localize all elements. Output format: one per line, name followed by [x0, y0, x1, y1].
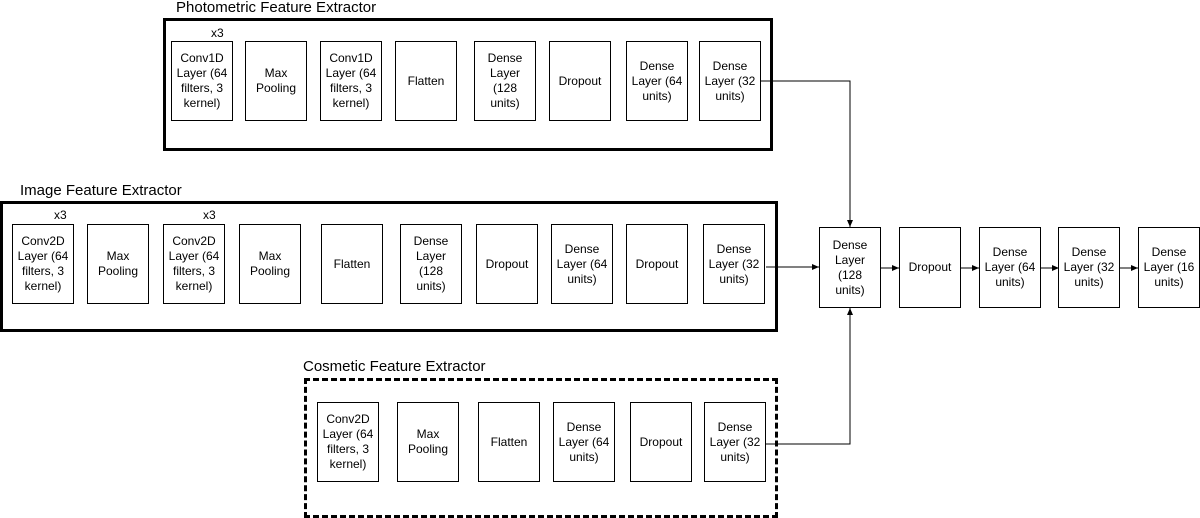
node-label: Dropout	[558, 73, 602, 88]
image-conv2d-2: Conv2D Layer (64 filters, 3 kernel)	[163, 224, 225, 304]
node-label: Flatten	[490, 434, 528, 449]
image-conv2d-1: Conv2D Layer (64 filters, 3 kernel)	[12, 224, 74, 304]
node-label: Flatten	[407, 73, 445, 88]
photometric-conv1d-1: Conv1D Layer (64 filters, 3 kernel)	[171, 41, 233, 121]
image-maxpool-1: Max Pooling	[87, 224, 149, 304]
image-flatten: Flatten	[321, 224, 383, 304]
node-label: Dense Layer (128 units)	[832, 237, 868, 297]
photometric-flatten: Flatten	[395, 41, 457, 121]
node-label: Dense Layer (32 units)	[1063, 245, 1115, 289]
image-maxpool-2: Max Pooling	[239, 224, 301, 304]
node-label: Max Pooling	[97, 249, 139, 278]
image-dense-128: Dense Layer (128 units)	[400, 224, 462, 304]
node-label: Dropout	[635, 256, 679, 271]
node-label: Dense Layer (16 units)	[1143, 245, 1195, 289]
image-repeat-label-1: x3	[54, 208, 67, 222]
cosmetic-dense-64: Dense Layer (64 units)	[553, 402, 615, 482]
node-label: Conv2D Layer (64 filters, 3 kernel)	[322, 412, 374, 471]
cosmetic-dropout: Dropout	[630, 402, 692, 482]
cosmetic-conv2d: Conv2D Layer (64 filters, 3 kernel)	[317, 402, 379, 482]
photometric-maxpool: Max Pooling	[245, 41, 307, 121]
photometric-dropout: Dropout	[549, 41, 611, 121]
node-label: Conv2D Layer (64 filters, 3 kernel)	[17, 234, 69, 293]
node-label: Dense Layer (32 units)	[708, 241, 760, 286]
photometric-dense-64: Dense Layer (64 units)	[626, 41, 688, 121]
photometric-dense-32: Dense Layer (32 units)	[699, 41, 761, 121]
node-label: Flatten	[333, 256, 371, 271]
cosmetic-title: Cosmetic Feature Extractor	[303, 358, 486, 375]
node-label: Dropout	[485, 256, 529, 271]
node-label: Dense Layer (64 units)	[631, 58, 683, 103]
node-label: Conv1D Layer (64 filters, 3 kernel)	[176, 51, 228, 110]
image-dense-32: Dense Layer (32 units)	[703, 224, 765, 304]
image-dense-64: Dense Layer (64 units)	[551, 224, 613, 304]
node-label: Dense Layer (128 units)	[413, 234, 449, 293]
head-dense-128: Dense Layer (128 units)	[819, 227, 881, 308]
node-label: Max Pooling	[407, 427, 449, 456]
head-dense-16: Dense Layer (16 units)	[1138, 227, 1200, 308]
photometric-title: Photometric Feature Extractor	[176, 0, 377, 16]
node-label: Dense Layer (32 units)	[704, 58, 756, 103]
image-dropout-2: Dropout	[626, 224, 688, 304]
node-label: Dropout	[639, 434, 683, 449]
node-label: Conv2D Layer (64 filters, 3 kernel)	[168, 234, 220, 293]
cosmetic-dense-32: Dense Layer (32 units)	[704, 402, 766, 482]
head-dense-64: Dense Layer (64 units)	[979, 227, 1041, 308]
cosmetic-flatten: Flatten	[478, 402, 540, 482]
cosmetic-to-head-arrow	[766, 308, 853, 445]
cosmetic-maxpool: Max Pooling	[397, 402, 459, 482]
photometric-dense-128: Dense Layer (128 units)	[474, 41, 536, 121]
head-dense-32: Dense Layer (32 units)	[1058, 227, 1120, 308]
node-label: Dense Layer (64 units)	[556, 241, 608, 286]
node-label: Max Pooling	[255, 66, 297, 95]
node-label: Dense Layer (128 units)	[487, 51, 523, 110]
node-label: Dense Layer (64 units)	[984, 245, 1036, 289]
head-dropout: Dropout	[899, 227, 961, 308]
photometric-group	[163, 18, 773, 151]
image-dropout-1: Dropout	[476, 224, 538, 304]
node-label: Dense Layer (32 units)	[709, 419, 761, 464]
image-group	[0, 201, 778, 332]
node-label: Conv1D Layer (64 filters, 3 kernel)	[325, 51, 377, 110]
node-label: Dense Layer (64 units)	[558, 419, 610, 464]
image-title: Image Feature Extractor	[20, 182, 182, 199]
photometric-to-head-arrow	[761, 80, 853, 227]
photometric-conv1d-2: Conv1D Layer (64 filters, 3 kernel)	[320, 41, 382, 121]
photometric-repeat-label: x3	[211, 26, 224, 40]
image-repeat-label-2: x3	[203, 208, 216, 222]
node-label: Max Pooling	[249, 249, 291, 278]
node-label: Dropout	[908, 260, 952, 274]
